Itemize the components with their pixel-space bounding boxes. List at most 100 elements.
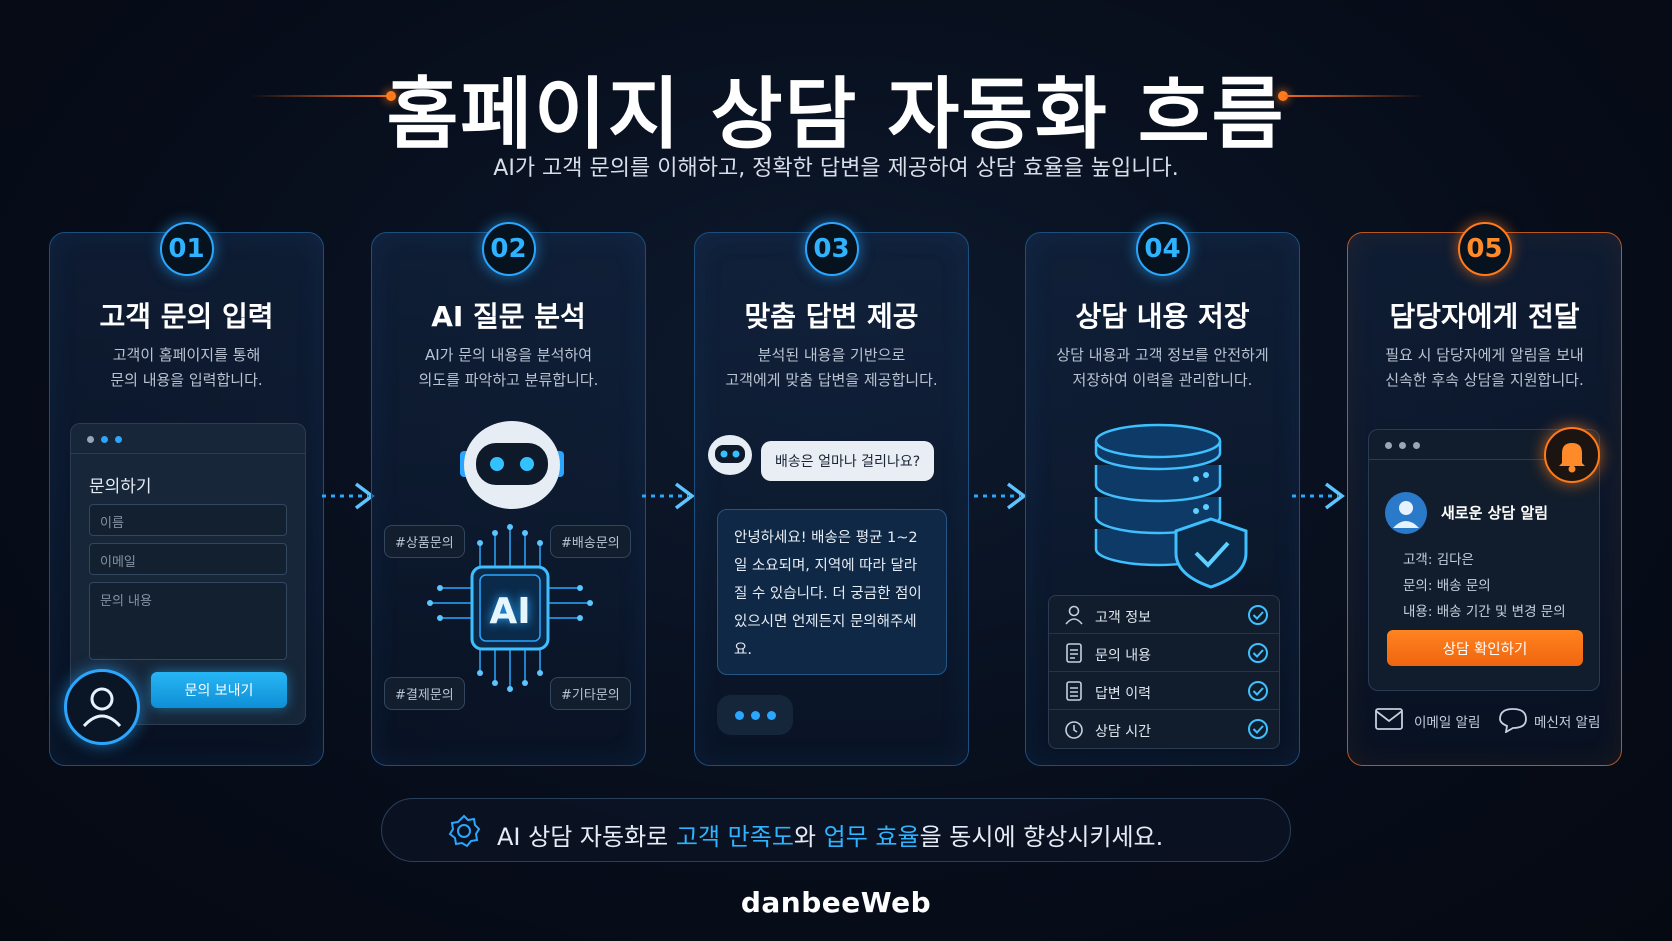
list-item: 문의 내용 [1049, 634, 1279, 672]
check-circle-icon [1248, 643, 1268, 663]
customer-value: 김다은 [1436, 552, 1474, 568]
ai-answer-bubble: 안녕하세요! 배송은 평균 1~2일 소요되며, 지역에 따라 달라질 수 있습… [717, 509, 947, 675]
title-deco-dot-right [1278, 91, 1288, 101]
tag-product: #상품문의 [384, 525, 465, 558]
title-deco-line-left [250, 95, 390, 97]
inquiry-label: 문의: [1403, 578, 1433, 594]
window-dot-icon [115, 436, 122, 443]
step-description: 분석된 내용을 기반으로 고객에게 맞춤 답변을 제공합니다. [725, 346, 938, 389]
page-title: 홈페이지 상담 자동화 흐름 [386, 70, 1286, 160]
step-card-2: 02 AI 질문 분석 AI가 문의 내용을 분석하여 의도를 파악하고 분류합… [371, 222, 646, 766]
step-title: 담당자에게 전달 [1389, 300, 1580, 333]
window-dot-icon [1413, 442, 1420, 449]
inquiry-value: 배송 문의 [1436, 578, 1491, 594]
step-number-badge: 01 [159, 222, 214, 276]
list-item: 상담 시간 [1049, 710, 1279, 748]
step-card-5: 05 담당자에게 전달 필요 시 담당자에게 알림을 보내 신속한 후속 상담을… [1347, 222, 1622, 766]
typing-indicator [717, 695, 793, 735]
step-card-4: 04 상담 내용 저장 상담 내용과 고객 정보를 안전하게 저장하여 이력을 … [1025, 222, 1300, 766]
step-title: 맞춤 답변 제공 [744, 300, 919, 333]
stored-items-list: 고객 정보 문의 내용 답변 이력 상담 시간 [1048, 595, 1280, 749]
agent-avatar-icon [1385, 492, 1427, 534]
bell-icon [1544, 427, 1600, 483]
title-deco-line-right [1285, 95, 1425, 97]
flow-arrow-icon [642, 482, 695, 510]
step-title: 고객 문의 입력 [99, 300, 274, 333]
confirm-consultation-button[interactable]: 상담 확인하기 [1387, 630, 1583, 666]
window-dot-icon [101, 436, 108, 443]
inquiry-form-window: 문의하기 이름 이메일 문의 내용 문의 보내기 [70, 423, 306, 725]
user-icon [1065, 605, 1083, 625]
form-title: 문의하기 [89, 477, 152, 497]
step-description: 고객이 홈페이지를 통해 문의 내용을 입력합니다. [110, 346, 263, 389]
highlight-efficiency: 업무 효율 [823, 823, 920, 851]
clock-icon [1065, 721, 1083, 739]
step-number-badge: 02 [481, 222, 536, 276]
page-subtitle: AI가 고객 문의를 이해하고, 정확한 답변을 제공하여 상담 효율을 높입니… [493, 156, 1179, 181]
tag-shipping: #배송문의 [550, 525, 631, 558]
ai-chip-label: AI [489, 591, 531, 632]
list-item: 고객 정보 [1049, 596, 1279, 634]
summary-banner: AI 상담 자동화로 고객 만족도와 업무 효율을 동시에 향상시키세요. [381, 798, 1291, 862]
inquiry-content-field[interactable]: 문의 내용 [89, 582, 287, 660]
check-circle-icon [1248, 605, 1268, 625]
step-number-badge: 03 [804, 222, 859, 276]
check-circle-icon [1248, 681, 1268, 701]
messenger-icon [1499, 708, 1527, 733]
step-description: 필요 시 담당자에게 알림을 보내 신속한 후속 상담을 지원합니다. [1385, 346, 1584, 389]
summary-part: 와 [793, 823, 824, 851]
tag-payment: #결제문의 [384, 677, 465, 710]
window-titlebar [71, 424, 305, 454]
database-shield-icon [1094, 423, 1248, 589]
step-card-1: 01 고객 문의 입력 고객이 홈페이지를 통해 문의 내용을 입력합니다. 문… [49, 222, 324, 766]
messenger-notification-label: 메신저 알림 [1534, 715, 1601, 731]
title-deco-dot-left [386, 91, 396, 101]
typing-dot-icon [735, 711, 744, 720]
typing-dot-icon [767, 711, 776, 720]
step-description: AI가 문의 내용을 분석하여 의도를 파악하고 분류합니다. [418, 346, 599, 389]
highlight-satisfaction: 고객 만족도 [675, 823, 794, 851]
brand-logo: danbeeWeb [740, 886, 932, 919]
step-number-badge: 04 [1135, 222, 1190, 276]
typing-dot-icon [751, 711, 760, 720]
list-item-label: 고객 정보 [1095, 610, 1151, 626]
content-label: 내용: [1403, 604, 1433, 620]
email-field[interactable]: 이메일 [89, 543, 287, 575]
email-notification-label: 이메일 알림 [1414, 715, 1481, 731]
robot-head-icon [460, 421, 564, 509]
window-dot-icon [1385, 442, 1392, 449]
customer-label: 고객: [1403, 552, 1433, 568]
content-value: 배송 기간 및 변경 문의 [1436, 604, 1566, 620]
user-avatar-icon [64, 669, 140, 745]
title-row: 홈페이지 상담 자동화 흐름 [0, 52, 1672, 164]
check-circle-icon [1248, 719, 1268, 739]
list-item-label: 상담 시간 [1095, 724, 1151, 740]
step-description: 상담 내용과 고객 정보를 안전하게 저장하여 이력을 관리합니다. [1056, 346, 1269, 389]
notification-title: 새로운 상담 알림 [1441, 504, 1549, 522]
name-field[interactable]: 이름 [89, 504, 287, 536]
tag-other: #기타문의 [550, 677, 631, 710]
ai-chip-icon [427, 524, 593, 692]
window-dot-icon [87, 436, 94, 443]
document-icon [1066, 643, 1082, 663]
mail-icon [1375, 708, 1403, 730]
summary-text: AI 상담 자동화로 고객 만족도와 업무 효율을 동시에 향상시키세요. [497, 817, 1163, 852]
step-title: AI 질문 분석 [431, 300, 586, 333]
step-card-3: 03 맞춤 답변 제공 분석된 내용을 기반으로 고객에게 맞춤 답변을 제공합… [694, 222, 969, 766]
window-dot-icon [1399, 442, 1406, 449]
step-title: 상담 내용 저장 [1075, 300, 1250, 333]
step-number-badge: 05 [1457, 222, 1512, 276]
list-item-label: 문의 내용 [1095, 648, 1151, 664]
answer-history-icon [1066, 681, 1082, 701]
ai-gear-icon [448, 814, 481, 848]
flow-arrow-icon [1292, 482, 1345, 510]
list-item-label: 답변 이력 [1095, 686, 1151, 702]
send-inquiry-button[interactable]: 문의 보내기 [151, 672, 287, 708]
customer-question-bubble: 배송은 얼마나 걸리나요? [761, 441, 935, 481]
flow-arrow-icon [974, 482, 1027, 510]
window-titlebar [1369, 430, 1599, 460]
summary-part: AI 상담 자동화로 [497, 823, 676, 851]
summary-part: 을 동시에 향상시키세요. [919, 823, 1164, 851]
chatbot-icon [708, 435, 752, 475]
list-item: 답변 이력 [1049, 672, 1279, 710]
